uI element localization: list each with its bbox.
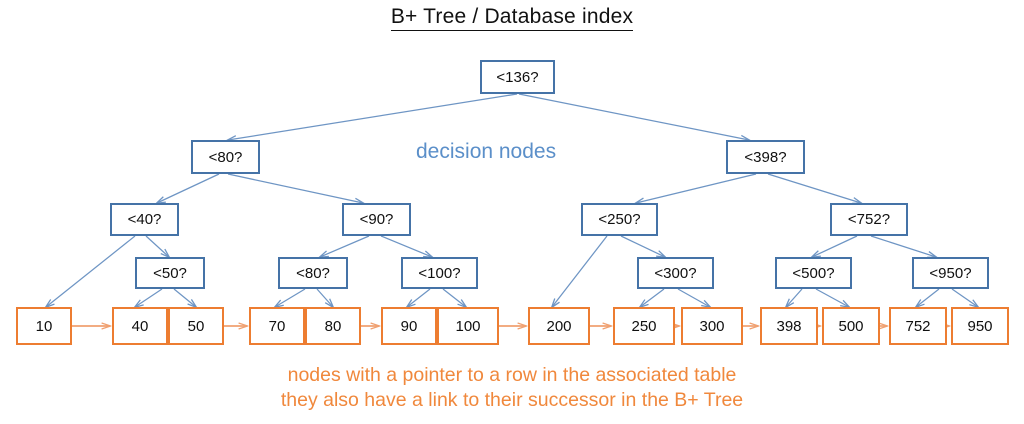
page-title: B+ Tree / Database index xyxy=(0,5,1024,31)
edge-n80b-to-l70 xyxy=(275,288,306,307)
leaf-node-l80[interactable]: 80 xyxy=(305,307,361,345)
edge-n136-to-n398 xyxy=(518,93,749,140)
leaf-node-l40[interactable]: 40 xyxy=(112,307,168,345)
edge-n80a-to-n40 xyxy=(157,173,220,203)
leaf-node-l10-label: 10 xyxy=(35,317,53,335)
leaf-node-l50-label: 50 xyxy=(187,317,205,335)
decision-node-n398-label: <398? xyxy=(744,148,787,166)
decision-node-n752[interactable]: <752? xyxy=(830,203,908,236)
decision-node-n136[interactable]: <136? xyxy=(480,60,555,94)
decision-node-n398[interactable]: <398? xyxy=(726,140,805,174)
leaf-node-l500[interactable]: 500 xyxy=(822,307,880,345)
leaf-node-l90-label: 90 xyxy=(400,317,418,335)
edge-n250-to-n300 xyxy=(620,235,665,257)
decision-node-n300-label: <300? xyxy=(654,264,697,282)
decision-node-n90-label: <90? xyxy=(359,211,394,228)
edge-n100-to-l100 xyxy=(442,288,466,307)
decision-node-n500-label: <500? xyxy=(792,264,835,282)
leaf-node-l80-label: 80 xyxy=(324,317,342,335)
leaf-node-l70-label: 70 xyxy=(268,317,286,335)
edge-n50-to-l50 xyxy=(173,288,196,307)
edge-n90-to-n100 xyxy=(380,235,432,257)
decision-node-n136-label: <136? xyxy=(496,68,539,86)
edge-n136-to-n80a xyxy=(228,93,518,140)
leaf-node-l398-label: 398 xyxy=(776,317,802,335)
decision-node-n500[interactable]: <500? xyxy=(775,257,852,289)
edge-n90-to-n80b xyxy=(320,235,370,257)
edge-n300-to-l250 xyxy=(640,288,665,307)
edge-n40-to-n50 xyxy=(145,235,169,257)
decision-node-n80b[interactable]: <80? xyxy=(278,257,348,289)
decision-node-n950[interactable]: <950? xyxy=(912,257,989,289)
edge-n500-to-l398 xyxy=(786,288,803,307)
decision-node-n100-label: <100? xyxy=(418,264,461,282)
leaf-node-l950[interactable]: 950 xyxy=(951,307,1009,345)
leaf-node-l398[interactable]: 398 xyxy=(760,307,818,345)
edge-n950-to-l950 xyxy=(951,288,978,307)
leaf-node-l40-label: 40 xyxy=(131,317,149,335)
leaf-node-l250[interactable]: 250 xyxy=(613,307,675,345)
edge-n40-to-l10 xyxy=(46,235,136,307)
leaf-node-l300-label: 300 xyxy=(699,317,725,335)
leaf-node-l250-label: 250 xyxy=(631,317,657,335)
edge-n950-to-l752 xyxy=(916,288,940,307)
edge-n752-to-n950 xyxy=(870,235,936,257)
leaf-node-l500-label: 500 xyxy=(838,317,864,335)
leaf-node-l950-label: 950 xyxy=(967,317,993,335)
leaf-node-l70[interactable]: 70 xyxy=(249,307,305,345)
edge-n752-to-n500 xyxy=(812,235,858,257)
decision-node-n50-label: <50? xyxy=(153,264,187,282)
decision-node-n752-label: <752? xyxy=(847,211,891,228)
edge-n250-to-l200 xyxy=(552,235,608,307)
decision-node-n80b-label: <80? xyxy=(296,264,330,282)
edge-n80a-to-n90 xyxy=(227,173,363,203)
edge-n500-to-l500 xyxy=(815,288,849,307)
page-title-text: B+ Tree / Database index xyxy=(390,5,634,31)
leaf-node-l752-label: 752 xyxy=(905,317,931,335)
decision-node-n80a-label: <80? xyxy=(208,148,243,166)
leaf-node-l752[interactable]: 752 xyxy=(889,307,947,345)
decision-node-n250-label: <250? xyxy=(598,211,641,228)
leaf-node-l200-label: 200 xyxy=(546,317,572,335)
decision-nodes-label: decision nodes xyxy=(416,140,557,163)
leaf-node-l300[interactable]: 300 xyxy=(681,307,743,345)
caption-line-1: nodes with a pointer to a row in the ass… xyxy=(287,364,737,386)
leaf-node-l90[interactable]: 90 xyxy=(381,307,437,345)
edge-n398-to-n250 xyxy=(636,173,757,203)
edge-n100-to-l90 xyxy=(407,288,431,307)
edge-n300-to-l300 xyxy=(677,288,710,307)
decision-node-n950-label: <950? xyxy=(929,264,972,282)
decision-node-n40-label: <40? xyxy=(127,211,162,228)
decision-node-n100[interactable]: <100? xyxy=(401,257,478,289)
edge-n398-to-n752 xyxy=(767,173,861,203)
leaf-node-l100[interactable]: 100 xyxy=(437,307,499,345)
edge-n50-to-l40 xyxy=(135,288,163,307)
leaf-node-l10[interactable]: 10 xyxy=(16,307,72,345)
leaf-node-l50[interactable]: 50 xyxy=(168,307,224,345)
decision-node-n250[interactable]: <250? xyxy=(581,203,658,236)
decision-node-n40[interactable]: <40? xyxy=(110,203,179,236)
decision-node-n300[interactable]: <300? xyxy=(637,257,714,289)
leaf-node-l100-label: 100 xyxy=(455,317,481,335)
decision-node-n50[interactable]: <50? xyxy=(135,257,205,289)
edge-n80b-to-l80 xyxy=(316,288,333,307)
decision-node-n90[interactable]: <90? xyxy=(342,203,411,236)
caption-line-2: they also have a link to their successor… xyxy=(280,389,744,411)
decision-node-n80a[interactable]: <80? xyxy=(191,140,260,174)
leaf-node-l200[interactable]: 200 xyxy=(528,307,590,345)
